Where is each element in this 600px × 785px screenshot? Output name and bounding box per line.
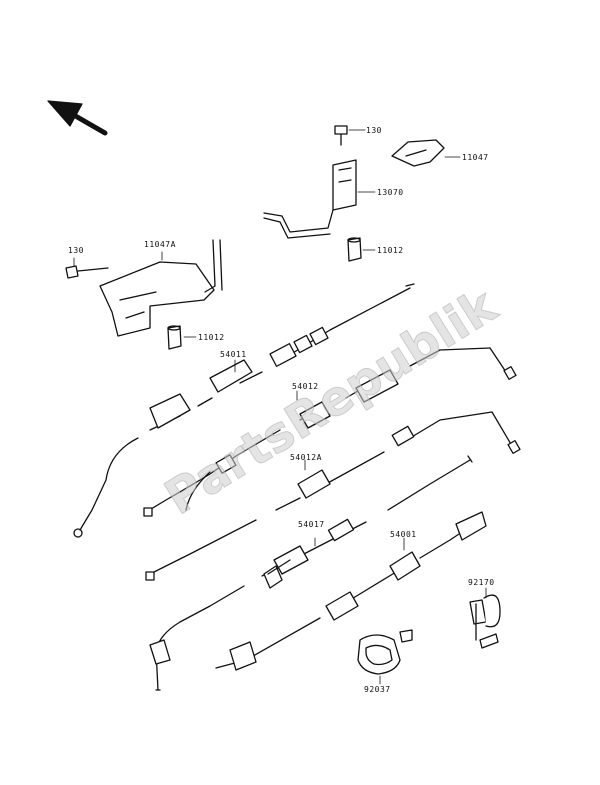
- guide-bottom: [357, 629, 413, 685]
- speedo-cable-54001: [215, 511, 487, 671]
- throttle-cable-54011: [73, 283, 415, 538]
- callout-11012-top: 11012: [377, 246, 404, 255]
- clamp-right: [469, 587, 501, 649]
- bracket-top: [263, 159, 376, 239]
- collar-left: [167, 325, 197, 350]
- callout-92037: 92037: [364, 685, 391, 694]
- callout-54017: 54017: [298, 520, 325, 529]
- callout-11012-left: 11012: [198, 333, 225, 342]
- clamp-top: [391, 139, 461, 167]
- callout-54012: 54012: [292, 382, 319, 391]
- bolt-top: [334, 125, 366, 146]
- bracket-left: [99, 239, 223, 337]
- callout-54012a: 54012A: [290, 453, 322, 462]
- throttle-cable-54012: [143, 347, 517, 517]
- callout-92170: 92170: [468, 578, 495, 587]
- clutch-cable-54017: [149, 455, 473, 691]
- direction-arrow-icon: [47, 100, 108, 136]
- callout-130-top: 130: [366, 126, 382, 135]
- callout-54001: 54001: [390, 530, 417, 539]
- callout-13070: 13070: [377, 188, 404, 197]
- callout-11047a: 11047A: [144, 240, 176, 249]
- callout-130-left: 130: [68, 246, 84, 255]
- callout-54011: 54011: [220, 350, 247, 359]
- collar-top: [347, 237, 376, 262]
- throttle-cable-54012a: [145, 411, 521, 581]
- bolt-left: [65, 257, 109, 279]
- callout-11047: 11047: [462, 153, 489, 162]
